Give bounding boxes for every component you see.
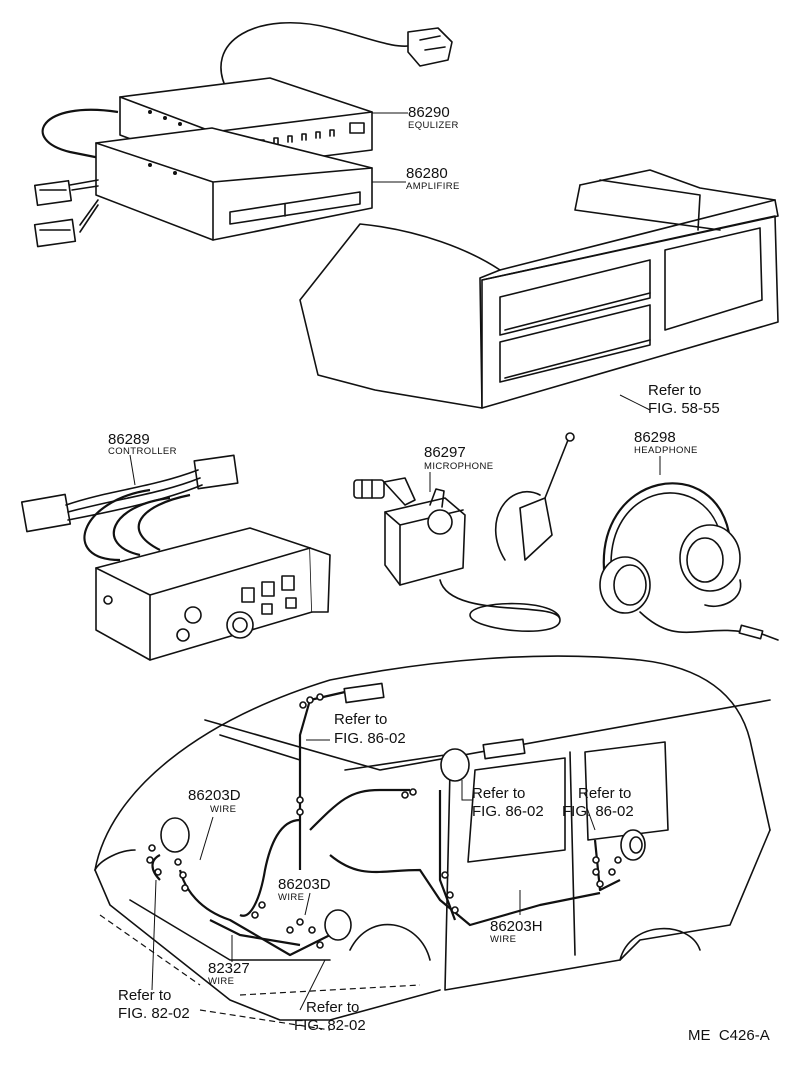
controller-part-number: 86289	[108, 431, 150, 448]
rear-left-ref-line2: FIG. 82-02	[118, 1005, 190, 1022]
headphone-label: HEADPHONE	[634, 445, 698, 456]
wire-86203d-center-label: WIRE	[278, 892, 305, 903]
wire-86203d-left-label: WIRE	[210, 804, 237, 815]
van-wiring	[146, 690, 646, 957]
wire-86203h-number: 86203H	[490, 918, 543, 935]
center-pillar-ref-line2: FIG. 86-02	[472, 803, 544, 820]
wire-86203d-center-number: 86203D	[278, 876, 331, 893]
roof-ref-line2: FIG. 86-02	[334, 730, 406, 747]
rear-left-ref-line1: Refer to	[118, 987, 172, 1004]
microphone-part-number: 86297	[424, 444, 466, 461]
rear-door-ref-line2: FIG. 86-02	[562, 803, 634, 820]
headphone-part-number: 86298	[634, 429, 676, 446]
wire-86203d-left-number: 86203D	[188, 787, 241, 804]
rear-bottom-ref-line2: FIG. 82-02	[294, 1017, 366, 1034]
controller-label: CONTROLLER	[108, 446, 177, 457]
microphone-unit	[353, 432, 575, 632]
center-pillar-ref-line1: Refer to	[472, 785, 526, 802]
console-box	[299, 169, 779, 409]
wire-82327-number: 82327	[208, 960, 250, 977]
amplifier-part-number: 86280	[406, 165, 448, 182]
amplifier-unit	[95, 127, 373, 241]
console-ref-line1: Refer to	[648, 382, 702, 399]
equalizer-label: EQULIZER	[408, 120, 459, 131]
diagram-code: ME C426-A	[688, 1027, 770, 1044]
amplifier-connectors	[33, 179, 99, 248]
roof-ref-line1: Refer to	[334, 711, 388, 728]
amplifier-label: AMPLIFIRE	[406, 181, 460, 192]
rear-door-ref-line1: Refer to	[578, 785, 632, 802]
microphone-label: MICROPHONE	[424, 461, 494, 472]
equalizer-part-number: 86290	[408, 104, 450, 121]
van-body	[94, 655, 771, 1031]
leader-lines	[129, 112, 661, 1011]
controller-unit	[20, 454, 331, 661]
wire-82327-label: WIRE	[208, 976, 235, 987]
console-ref-line2: FIG. 58-55	[648, 400, 720, 417]
wire-86203h-label: WIRE	[490, 934, 517, 945]
rear-bottom-ref-line1: Refer to	[306, 999, 360, 1016]
headphone-unit	[599, 482, 779, 641]
